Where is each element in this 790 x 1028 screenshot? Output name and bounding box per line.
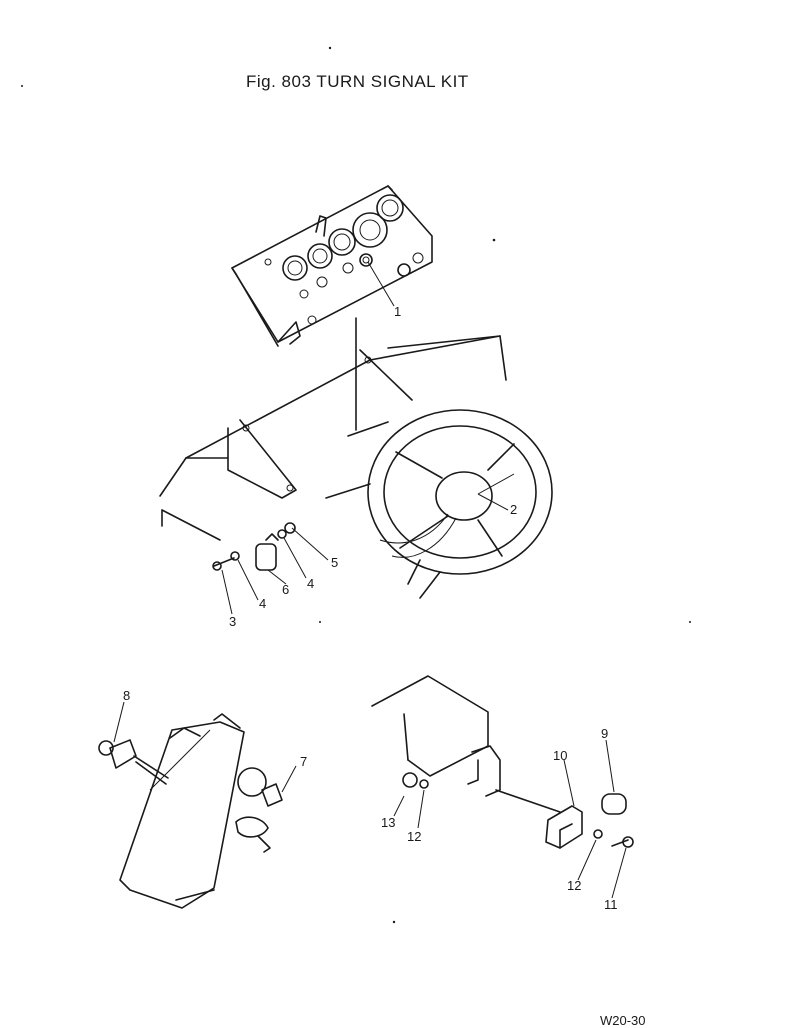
callout-7: 7 [300, 754, 307, 769]
callout-9: 9 [601, 726, 608, 741]
callout-6: 6 [282, 582, 289, 597]
instrument-panel [231, 185, 433, 347]
callout-11: 11 [604, 897, 618, 912]
callout-4: 4 [307, 576, 314, 591]
callout-10: 10 [553, 748, 567, 763]
callout-2: 2 [510, 502, 517, 517]
callout-labels: 1 2 3 4 5 4 6 7 8 9 10 12 13 12 11 [123, 304, 618, 912]
scan-specks [21, 46, 691, 924]
callout-1: 1 [394, 304, 401, 319]
page-code: W20-30 [600, 1013, 646, 1028]
callout-12: 12 [567, 878, 581, 893]
callout-3: 3 [229, 614, 236, 629]
dashboard-body [159, 317, 507, 541]
figure-title: Fig. 803 TURN SIGNAL KIT [246, 72, 469, 91]
lamp-bracket-assembly [371, 675, 634, 849]
callout-4: 4 [259, 596, 266, 611]
callout-12: 12 [407, 829, 421, 844]
callout-13: 13 [381, 815, 395, 830]
flasher-unit-parts [212, 522, 296, 571]
callout-5: 5 [331, 555, 338, 570]
leader-lines [113, 261, 627, 899]
callout-8: 8 [123, 688, 130, 703]
signal-lever-assembly [98, 713, 283, 909]
steering-wheel [367, 409, 553, 599]
